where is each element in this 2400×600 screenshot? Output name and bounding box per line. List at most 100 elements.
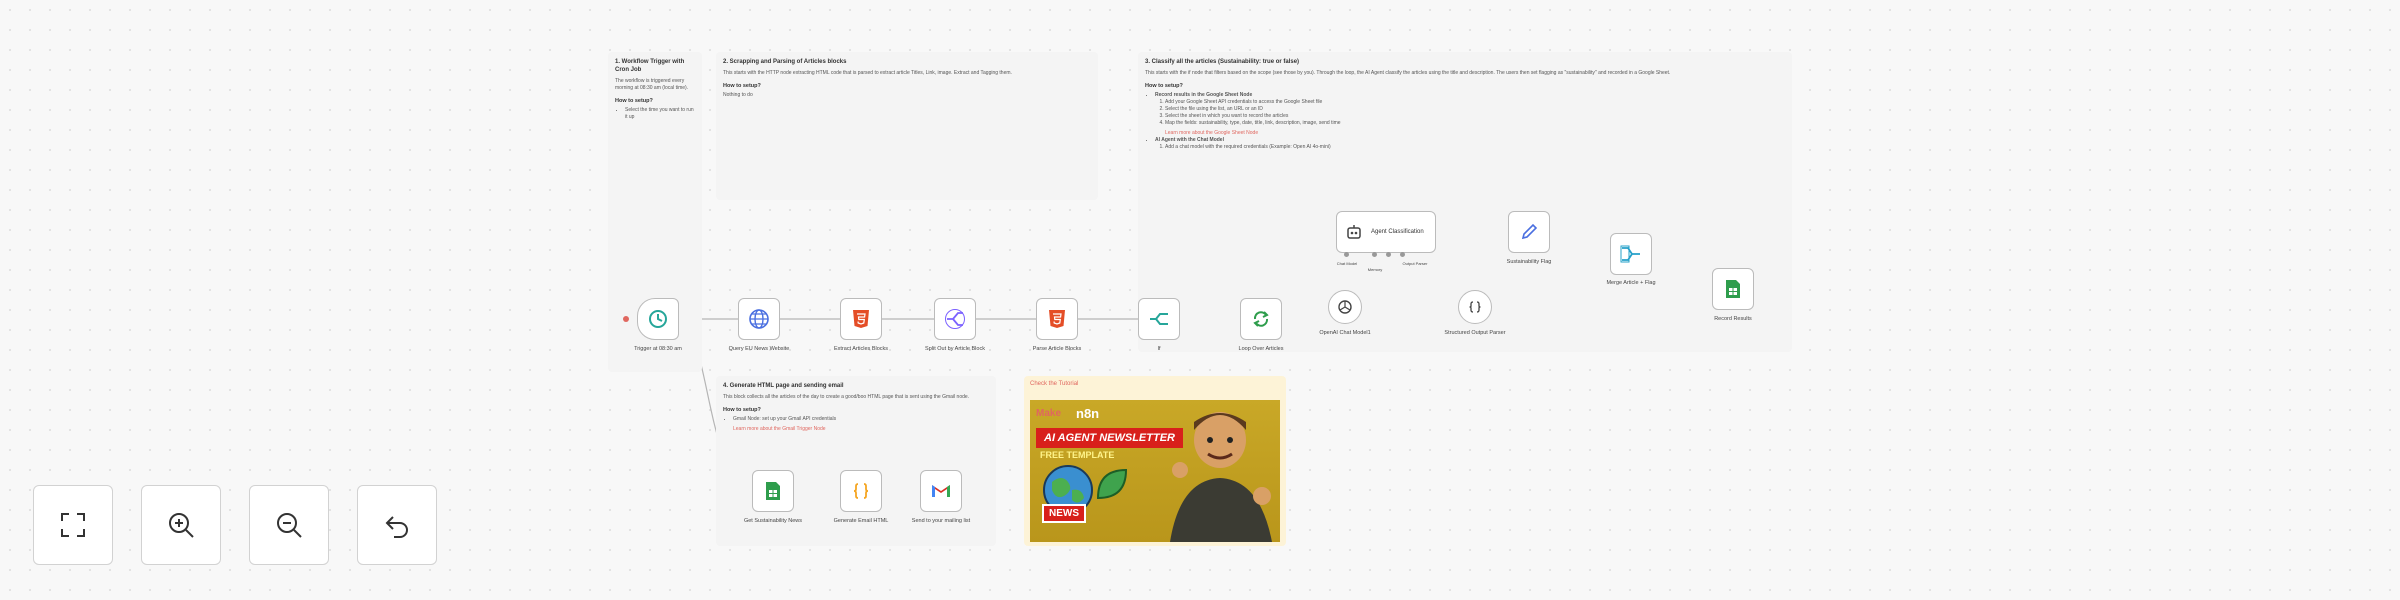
fit-view-icon <box>61 513 85 537</box>
note1-item: Select the time you want to run it up <box>625 107 695 121</box>
code-braces-icon <box>1469 301 1481 313</box>
note4-title: 4. Generate HTML page and sending email <box>723 383 844 389</box>
sticky-note-4[interactable]: 4. Generate HTML page and sending email … <box>716 376 996 546</box>
if-label: If <box>1157 346 1161 352</box>
openai-icon <box>1338 300 1352 314</box>
note1-title: 1. Workflow Trigger with Cron Job <box>615 59 685 73</box>
note2-title: 2. Scrapping and Parsing of Articles blo… <box>723 59 847 65</box>
leaf-illustration-icon <box>1096 468 1128 500</box>
google-sheets-icon <box>1726 280 1740 298</box>
clock-icon <box>649 310 667 328</box>
note3-body: This starts with the if node that filter… <box>1145 70 1671 76</box>
openai-label: OpenAI Chat Model1 <box>1319 330 1371 336</box>
flag-label: Sustainability Flag <box>1506 259 1552 265</box>
note3-sec1-list: Add your Google Sheet API credentials to… <box>1155 99 1785 127</box>
note3-sections: Record results in the Google Sheet Node … <box>1145 92 1785 151</box>
html-extract-node[interactable] <box>840 298 882 340</box>
note1-list: Select the time you want to run it up <box>615 107 695 121</box>
agent-tool-port[interactable] <box>1386 252 1391 257</box>
record-label: Record Results <box>1714 316 1752 322</box>
query-label: Query EU News Website <box>728 346 790 352</box>
gmail-icon <box>932 485 950 497</box>
thumb-news-badge: NEWS <box>1042 504 1086 523</box>
note3-sec2: AI Agent with the Chat Model Add a chat … <box>1155 137 1785 151</box>
pencil-icon <box>1521 223 1538 240</box>
thumb-banner: AI AGENT NEWSLETTER <box>1036 428 1183 448</box>
tutorial-thumbnail[interactable]: Make n8n AI AGENT NEWSLETTER FREE TEMPLA… <box>1030 400 1280 542</box>
set-flag-node[interactable] <box>1508 211 1550 253</box>
google-sheets-record-node[interactable] <box>1712 268 1754 310</box>
merge-label: Merge Article + Flag <box>1606 280 1656 286</box>
google-sheets-get-node[interactable] <box>752 470 794 512</box>
schedule-trigger-node[interactable] <box>637 298 679 340</box>
agent-parser-port[interactable] <box>1400 252 1405 257</box>
html5-icon <box>853 310 869 328</box>
html-parse-node[interactable] <box>1036 298 1078 340</box>
note3-sec1-item: Select the file using the list, an URL o… <box>1165 106 1785 113</box>
if-node[interactable] <box>1138 298 1180 340</box>
undo-button[interactable] <box>357 485 437 565</box>
note4-howto: How to setup? <box>723 407 761 413</box>
note3-sec1: Record results in the Google Sheet Node … <box>1155 92 1785 137</box>
parse-label: Parse Article Blocks <box>1032 346 1082 352</box>
ai-agent-node[interactable]: Agent Classification <box>1336 211 1436 253</box>
note3-sec1-item: Select the sheet in which you want to re… <box>1165 113 1785 120</box>
http-request-node[interactable] <box>738 298 780 340</box>
zoom-out-icon <box>277 513 302 538</box>
merge-node[interactable] <box>1610 233 1652 275</box>
fit-view-button[interactable] <box>33 485 113 565</box>
agent-port-label-parser: Output Parser <box>1402 261 1428 266</box>
note3-sec1-item: Map the fields: sustainability, type, da… <box>1165 120 1785 127</box>
output-parser-node[interactable] <box>1458 290 1492 324</box>
gmail-send-node[interactable] <box>920 470 962 512</box>
globe-illustration-icon <box>1043 465 1093 515</box>
agent-port-label-chat: Chat Model <box>1336 261 1358 266</box>
tutorial-card[interactable]: Check the Tutorial Make n8n AI AGENT NEW… <box>1024 376 1286 546</box>
note2-nothing: Nothing to do <box>723 92 753 98</box>
html5-icon <box>1049 310 1065 328</box>
curly-braces-icon <box>853 483 869 499</box>
note3-sec1-item: Add your Google Sheet API credentials to… <box>1165 99 1785 106</box>
agent-chat-model-port[interactable] <box>1344 252 1349 257</box>
agent-label: Agent Classification <box>1371 229 1424 235</box>
split-label: Split Out by Article Block <box>925 346 985 352</box>
google-sheets-icon <box>766 482 780 500</box>
agent-memory-port[interactable] <box>1372 252 1377 257</box>
split-icon <box>945 309 965 329</box>
tutorial-heading: Check the Tutorial <box>1030 381 1079 387</box>
branch-icon <box>1150 313 1168 325</box>
split-out-node[interactable] <box>934 298 976 340</box>
presenter-illustration-icon <box>1170 412 1272 542</box>
zoom-in-icon <box>169 513 194 538</box>
zoom-in-button[interactable] <box>141 485 221 565</box>
note1-body: The workflow is triggered every morning … <box>615 78 689 91</box>
globe-icon <box>749 309 769 329</box>
openai-chat-model-node[interactable] <box>1328 290 1362 324</box>
note3-sec1-link[interactable]: Learn more about the Google Sheet Node <box>1165 130 1259 136</box>
send-label: Send to your mailing list <box>911 518 971 524</box>
note3-sec2-list: Add a chat model with the required crede… <box>1155 144 1785 151</box>
note4-link[interactable]: Learn more about the Gmail Trigger Node <box>733 426 826 432</box>
code-generate-node[interactable] <box>840 470 882 512</box>
sticky-note-2[interactable]: 2. Scrapping and Parsing of Articles blo… <box>716 52 1098 200</box>
undo-icon <box>385 516 408 538</box>
loop-icon <box>1253 311 1269 327</box>
loop-node[interactable] <box>1240 298 1282 340</box>
robot-icon <box>1347 225 1361 239</box>
note4-body: This block collects all the articles of … <box>723 394 970 400</box>
thumb-brand: n8n <box>1076 406 1100 421</box>
note3-howto: How to setup? <box>1145 83 1183 89</box>
note3-title: 3. Classify all the articles (Sustainabi… <box>1145 59 1300 65</box>
generate-label: Generate Email HTML <box>833 518 889 524</box>
note4-item: Gmail Node: set up your Gmail API creden… <box>733 416 989 423</box>
start-marker <box>623 316 629 322</box>
thumb-brand-pre: Make <box>1036 408 1062 419</box>
note2-body: This starts with the HTTP node extractin… <box>723 70 1012 76</box>
zoom-out-button[interactable] <box>249 485 329 565</box>
note3-sec2-item: Add a chat model with the required crede… <box>1165 144 1785 151</box>
note4-list: Gmail Node: set up your Gmail API creden… <box>723 416 989 423</box>
parser-label: Structured Output Parser <box>1444 330 1506 336</box>
note1-howto: How to setup? <box>615 98 653 104</box>
get-label: Get Sustainability News <box>743 518 803 524</box>
note2-howto: How to setup? <box>723 83 761 89</box>
